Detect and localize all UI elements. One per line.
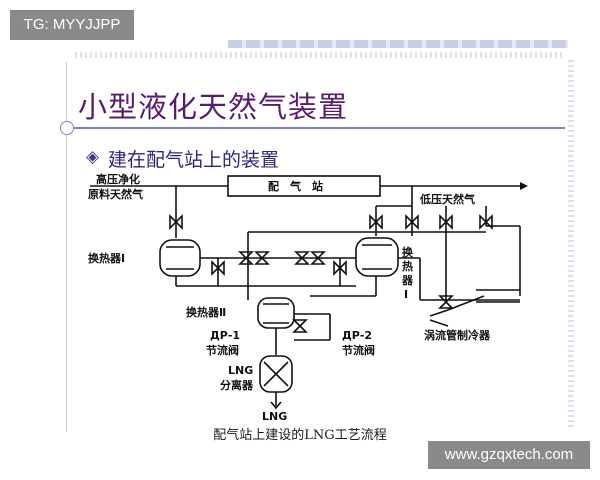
lng-output-label: LNG <box>262 410 287 423</box>
hx2-label: 换热器Ⅱ <box>186 305 226 319</box>
valves <box>169 214 493 333</box>
diagram-caption: 配气站上建设的LNG工艺流程 <box>213 428 387 443</box>
bullet-text: 建在配气站上的装置 <box>108 149 280 171</box>
heat-exchanger-1 <box>159 239 201 277</box>
site-watermark: www.gzqxtech.com <box>428 441 590 469</box>
decorative-dots <box>75 52 565 58</box>
inlet-label-1: 高压净化 <box>96 172 140 186</box>
valve-dp2-name: 节流阀 <box>342 343 375 357</box>
separator-label-1: LNG <box>228 364 253 377</box>
hx-side-char-1: 换 <box>402 245 414 259</box>
decorative-dots-right <box>568 60 574 430</box>
decorative-band <box>228 40 568 48</box>
outlet-label: 低压天然气 <box>419 192 475 206</box>
decorative-circle <box>60 121 74 135</box>
tg-watermark: TG: MYYJJPP <box>10 10 134 40</box>
inlet-label-2: 原料天然气 <box>88 187 143 201</box>
hx-side-char-4: Ⅰ <box>404 288 408 301</box>
hx-side-char-2: 热 <box>402 259 413 273</box>
slide-title: 小型液化天然气装置 <box>78 90 349 124</box>
valve-dp1-code: ДР-1 <box>210 329 240 342</box>
valve-dp2-code: ДР-2 <box>342 329 372 342</box>
vortex-tube-label: 涡流管制冷器 <box>424 328 491 342</box>
valve-dp1-name: 节流阀 <box>206 343 239 357</box>
outlet-arrow <box>520 182 528 190</box>
decorative-vertical-line <box>66 62 67 432</box>
hx1-label: 换热器Ⅰ <box>88 251 125 265</box>
heat-exchanger-1-right <box>355 237 399 277</box>
station-label: 配 气 站 <box>268 179 323 193</box>
title-underline <box>60 127 565 129</box>
separator-label-2: 分离器 <box>220 378 254 392</box>
hx-side-char-3: 器 <box>401 274 414 287</box>
bullet-icon: ◈ <box>86 147 100 167</box>
